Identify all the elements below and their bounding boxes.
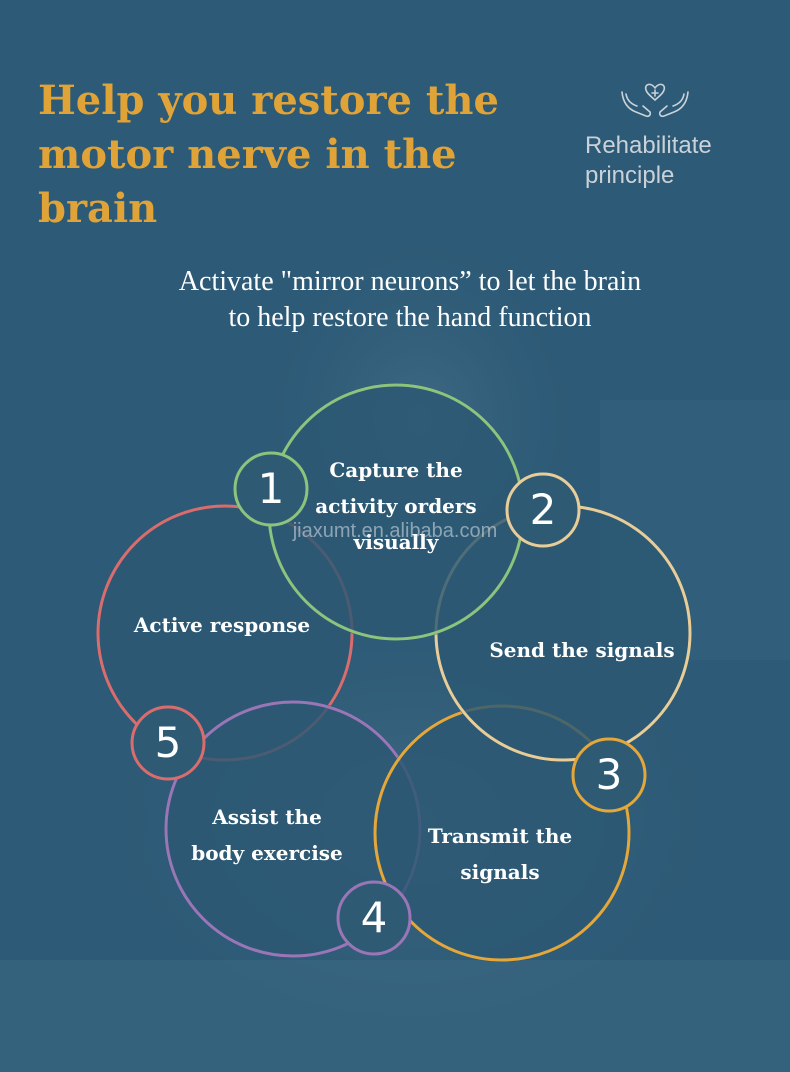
step-5-number: 5 xyxy=(154,718,182,767)
step-1-line-2: activity orders xyxy=(315,494,477,518)
badge-line-2: principle xyxy=(585,162,675,189)
ring-circle-3-shadow xyxy=(373,704,631,962)
step-5-label: Active response xyxy=(102,607,342,643)
subtitle: Activate "mirror neurons” to let the bra… xyxy=(60,264,760,336)
step-1-number: 1 xyxy=(257,464,285,513)
number-badge-4 xyxy=(336,880,412,956)
step-1-label: Capture the activity orders visually xyxy=(276,452,516,560)
step-4-label: Assist the body exercise xyxy=(147,799,387,871)
step-2-label: Send the signals xyxy=(462,632,702,668)
number-badge-1 xyxy=(233,451,309,527)
step-4-number: 4 xyxy=(360,893,388,942)
step-3-line-1: Transmit the xyxy=(427,824,573,848)
step-2-line-1: Send the signals xyxy=(489,638,675,662)
badge-label: Rehabilitate principle xyxy=(585,131,712,191)
badge-line-1: Rehabilitate xyxy=(585,132,712,159)
number-badge-2 xyxy=(505,472,581,548)
headline: Help you restore the motor nerve in the … xyxy=(38,74,578,236)
number-badge-3 xyxy=(571,737,647,813)
headline-line-2: motor nerve in the brain xyxy=(38,131,457,232)
step-4-line-2: body exercise xyxy=(191,841,343,865)
ring-circle-1-shadow xyxy=(267,383,525,641)
hands-heart-icon xyxy=(621,83,689,118)
number-badge-5 xyxy=(130,705,206,781)
step-5-line-1: Active response xyxy=(133,613,311,637)
step-1-line-1: Capture the xyxy=(329,458,463,482)
subtitle-line-1: Activate "mirror neurons” to let the bra… xyxy=(178,266,642,297)
headline-line-1: Help you restore the xyxy=(38,77,499,124)
step-4-line-1: Assist the xyxy=(212,805,322,829)
step-3-line-2: signals xyxy=(460,860,540,884)
step-1-line-3: visually xyxy=(353,530,439,554)
step-3-number: 3 xyxy=(595,750,623,799)
step-2-number: 2 xyxy=(529,485,557,534)
subtitle-line-2: to help restore the hand function xyxy=(228,302,592,333)
watermark: jiaxumt.en.alibaba.com xyxy=(292,520,498,542)
step-3-label: Transmit the signals xyxy=(380,818,620,890)
